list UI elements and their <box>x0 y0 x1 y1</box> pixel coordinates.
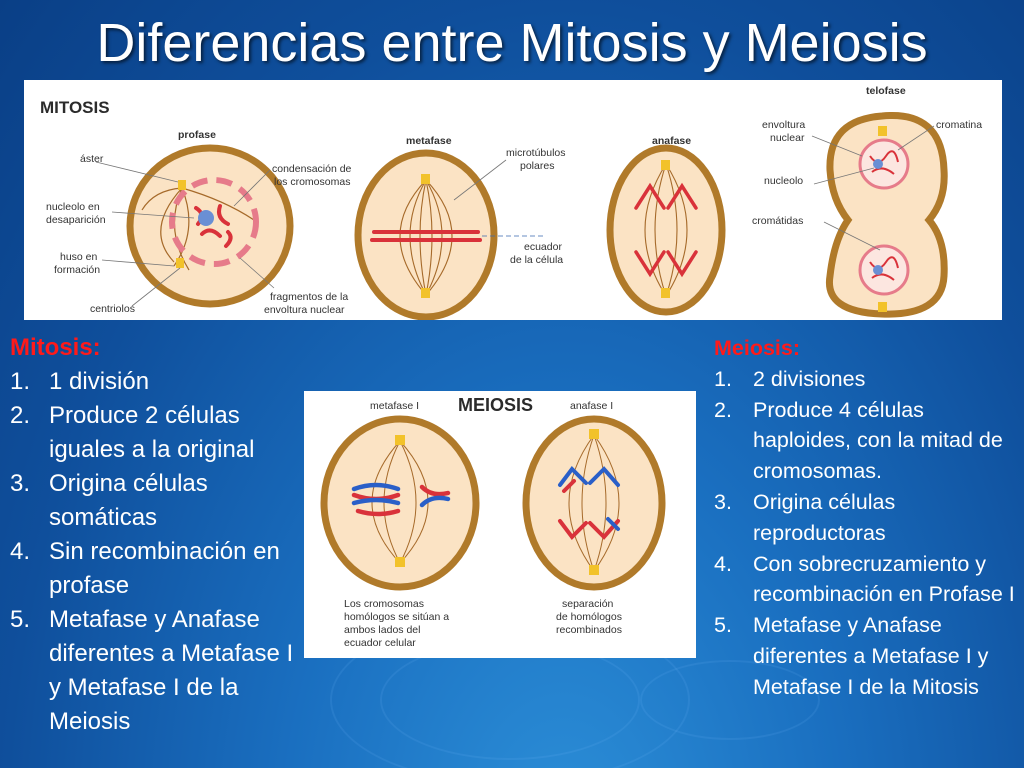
anafase-cell <box>606 144 726 316</box>
list-item: 1.2 divisiones <box>714 366 866 391</box>
label-fragmentos-1: fragmentos de la <box>270 291 348 303</box>
label-nucleolo-desaparicion-1: nucleolo en <box>46 201 100 213</box>
metafase-i-cell <box>320 415 480 591</box>
list-item: 1.1 división <box>10 368 150 395</box>
list-item: 3.Origina células reproductoras <box>714 489 896 545</box>
label-huso-1: huso en <box>60 251 98 263</box>
meiosis-figure: metafase I MEIOSIS anafase I <box>304 391 696 658</box>
label-condensacion-2: los cromosomas <box>274 176 350 188</box>
label-cromatidas: cromátidas <box>752 215 803 227</box>
label-ecuador-2: de la célula <box>510 254 563 266</box>
stage-label-metafase: metafase <box>406 135 452 147</box>
label-microtubulos-1: microtúbulos <box>506 147 566 159</box>
list-item: 2.Produce 4 células haploides, con la mi… <box>714 397 1003 484</box>
meiosis-figure-heading: MEIOSIS <box>458 395 533 415</box>
stage-label-anafase: anafase <box>652 135 691 147</box>
background-ripple <box>640 660 820 740</box>
label-condensacion-1: condensación de <box>272 163 352 175</box>
label-microtubulos-2: polares <box>520 160 554 172</box>
meiosis-caption-left-1: Los cromosomas <box>344 598 424 610</box>
label-nucleolo-desaparicion-2: desaparición <box>46 214 106 226</box>
label-huso-2: formación <box>54 264 100 276</box>
metafase-cell <box>354 149 498 320</box>
label-aster: áster <box>80 153 104 165</box>
meiosis-caption-right-1: separación <box>562 598 614 610</box>
mitosis-figure: MITOSIS profase metafase anafase telofas… <box>24 80 1002 320</box>
meiosis-list-heading: Meiosis: <box>714 336 801 360</box>
stage-label-anafase-i: anafase I <box>570 400 613 412</box>
profase-cell <box>126 144 294 308</box>
label-ecuador-1: ecuador <box>524 241 562 253</box>
list-item: 5.Metafase y Anafase diferentes a Metafa… <box>714 613 989 699</box>
label-envoltura-2: nuclear <box>770 132 805 144</box>
meiosis-caption-left-3: ambos lados del <box>344 624 420 636</box>
list-item: 4.Con sobrecruzamiento y recombinación e… <box>714 551 1015 607</box>
label-nucleolo: nucleolo <box>764 175 803 187</box>
list-item: 2.Produce 2 células iguales a la origina… <box>10 402 255 463</box>
meiosis-list: Meiosis: 1.2 divisiones 2.Produce 4 célu… <box>714 333 1020 703</box>
label-fragmentos-2: envoltura nuclear <box>264 304 345 316</box>
meiosis-caption-left-4: ecuador celular <box>344 637 416 649</box>
anafase-i-cell <box>522 415 666 591</box>
stage-label-telofase: telofase <box>866 85 906 97</box>
telofase-cell <box>825 111 948 318</box>
list-item: 3.Origina células somáticas <box>10 470 208 531</box>
mitosis-list-heading: Mitosis: <box>10 334 101 361</box>
list-item: 5.Metafase y Anafase diferentes a Metafa… <box>10 606 294 735</box>
mitosis-figure-heading: MITOSIS <box>40 98 110 117</box>
meiosis-caption-left-2: homólogos se sitúan a <box>344 611 449 623</box>
list-item: 4.Sin recombinación en profase <box>10 538 280 599</box>
label-envoltura-1: envoltura <box>762 119 805 131</box>
label-cromatina: cromatina <box>936 119 982 131</box>
slide-title: Diferencias entre Mitosis y Meiosis <box>96 13 928 73</box>
label-centriolos: centriolos <box>90 303 135 315</box>
meiosis-caption-right-3: recombinados <box>556 624 622 636</box>
mitosis-list: Mitosis: 1.1 división 2.Produce 2 célula… <box>10 331 302 739</box>
meiosis-caption-right-2: de homólogos <box>556 611 622 623</box>
stage-label-profase: profase <box>178 129 216 141</box>
stage-label-metafase-i: metafase I <box>370 400 419 412</box>
